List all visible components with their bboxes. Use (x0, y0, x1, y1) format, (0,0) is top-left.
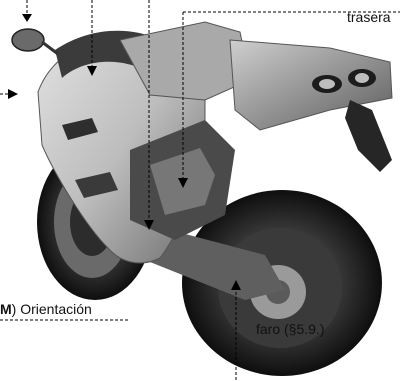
headlight-callout-ref: faro (§5.9.) (256, 321, 324, 337)
arrow-swingarm (231, 280, 241, 290)
headlight-callout-text: ) Orientación (11, 301, 92, 317)
fairing-vent-lower (75, 172, 118, 198)
tail-section (229, 39, 393, 131)
arrow-engine (144, 220, 154, 230)
exhaust-outlets (312, 69, 376, 93)
headlight-callout-letter: M (0, 301, 12, 317)
rear-callout-text: trasera (347, 9, 391, 25)
mirror (11, 28, 59, 56)
license-bracket (345, 100, 392, 172)
rear-callout-label: trasera (347, 9, 391, 25)
swingarm (150, 230, 285, 300)
callout-arrows (8, 14, 241, 290)
arrow-tank (178, 178, 188, 188)
motorcycle-illustration (11, 21, 393, 376)
arrow-windscreen (87, 66, 97, 76)
headlight-callout-ref-text: faro (§5.9.) (256, 321, 325, 337)
headlight-callout-label: M) Orientación (0, 301, 92, 317)
fairing-vent (62, 118, 98, 140)
arrow-mirror (22, 14, 32, 22)
arrow-fairing (8, 89, 18, 99)
